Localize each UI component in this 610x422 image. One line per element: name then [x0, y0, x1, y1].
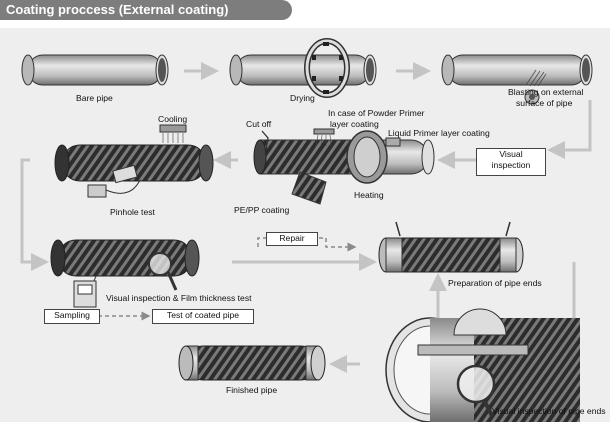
drying-illustration: [229, 38, 377, 98]
label-blasting-line1: Blasting on external: [508, 87, 584, 97]
label-visual-inspection-pipe-ends: Visual inspection of pipe ends: [492, 406, 606, 416]
pipe-end-inspection-illustration: [385, 308, 580, 422]
sampling-box: Sampling: [44, 309, 100, 324]
label-drying: Drying: [290, 93, 315, 103]
dashed-connectors: [98, 237, 357, 321]
preparation-pipe-ends-illustration: [378, 221, 524, 273]
page-title: Coating proccess (External coating): [6, 2, 229, 17]
label-powder-primer-line2: layer coating: [330, 119, 379, 129]
finished-pipe-illustration: [178, 345, 326, 381]
label-preparation-pipe-ends: Preparation of pipe ends: [448, 278, 542, 288]
label-liquid-primer: Liquid Primer layer coating: [388, 128, 490, 138]
visual-inspection-line1: Visual: [499, 149, 523, 159]
label-heating: Heating: [354, 190, 384, 200]
header-bar: Coating proccess (External coating): [0, 0, 292, 20]
coating-line-illustration: [253, 128, 435, 205]
blasting-illustration: [441, 54, 593, 105]
label-cooling: Cooling: [158, 114, 188, 124]
label-pinhole-test: Pinhole test: [110, 207, 155, 217]
label-visual-inspection-film: Visual inspection & Film thickness test: [106, 293, 252, 303]
visual-inspection-line2: inspection: [491, 160, 531, 170]
label-bare-pipe: Bare pipe: [76, 93, 113, 103]
film-thickness-illustration: [50, 239, 200, 308]
label-finished-pipe: Finished pipe: [226, 385, 278, 395]
visual-inspection-box: Visual inspection: [476, 148, 546, 176]
bare-pipe-illustration: [21, 54, 169, 86]
pinhole-test-illustration: [54, 124, 214, 198]
repair-box: Repair: [266, 232, 318, 246]
label-blasting-line2: surface of pipe: [516, 98, 573, 108]
label-cut-off: Cut off: [246, 119, 272, 129]
label-powder-primer-line1: In case of Powder Primer: [328, 108, 425, 118]
label-pe-pp-coating: PE/PP coating: [234, 205, 290, 215]
test-coated-pipe-box: Test of coated pipe: [152, 309, 254, 324]
